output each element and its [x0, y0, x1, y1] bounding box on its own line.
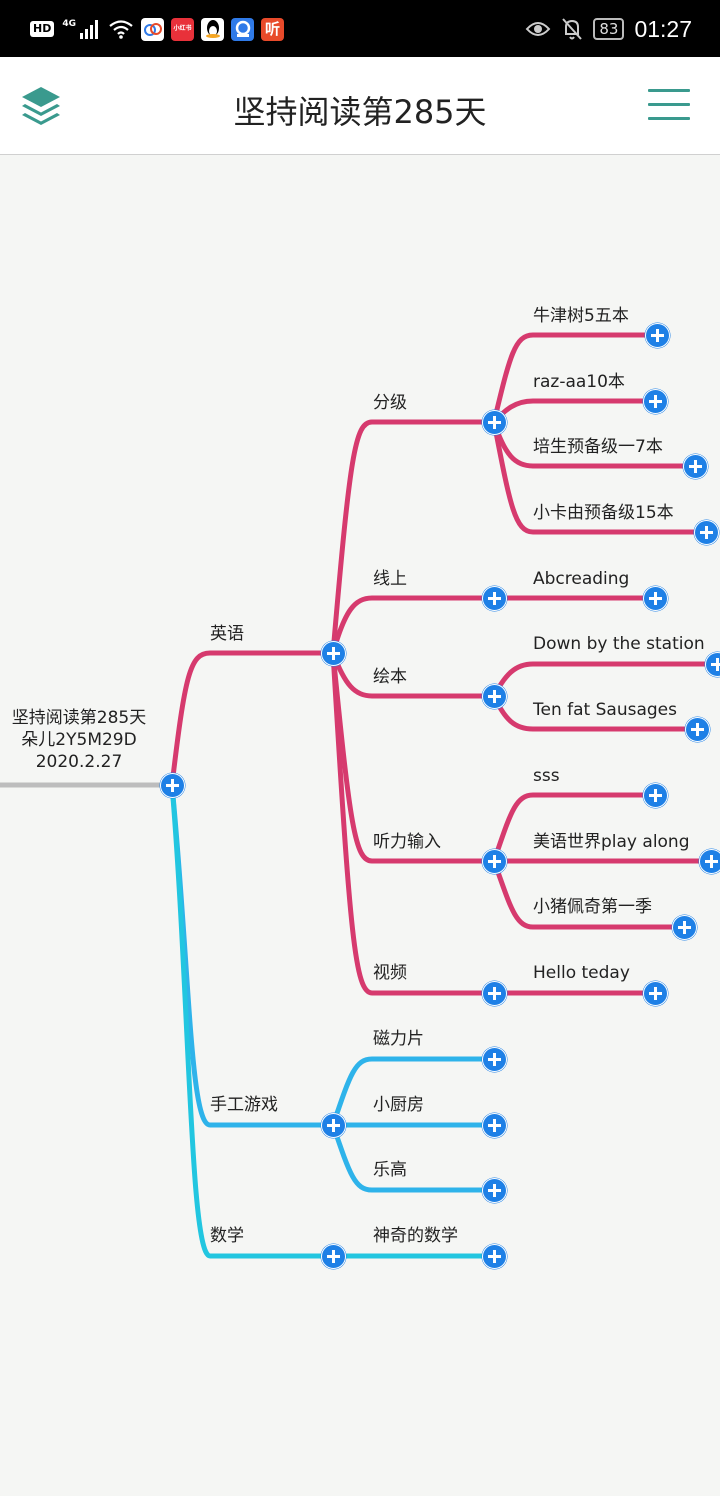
layers-icon[interactable]: [18, 83, 64, 129]
leaf-expand-button[interactable]: [643, 586, 668, 611]
connector-leaf-6: [491, 661, 717, 699]
connector-leaf-10: [491, 858, 687, 930]
signal-icon: [80, 19, 98, 39]
node-video[interactable]: 视频: [373, 963, 407, 983]
leaf-expand-button[interactable]: [694, 520, 719, 545]
leaf-expand-button[interactable]: [643, 783, 668, 808]
picturebook-expand-button[interactable]: [482, 684, 507, 709]
leaf-expand-button[interactable]: [699, 849, 720, 874]
online-expand-button[interactable]: [482, 586, 507, 611]
leaf-expand-button[interactable]: [482, 1244, 507, 1269]
node-sss[interactable]: sss: [533, 766, 560, 786]
wifi-icon: [109, 20, 133, 39]
english-expand-button[interactable]: [321, 641, 346, 666]
node-picturebook[interactable]: 绘本: [373, 667, 407, 687]
leaf-expand-button[interactable]: [645, 323, 670, 348]
cloud-app-icon: [141, 17, 164, 41]
connector-online: [330, 595, 495, 656]
connector-magnetic: [330, 1056, 495, 1128]
node-abcreading[interactable]: Abcreading: [533, 569, 630, 589]
page-title: 坚持阅读第285天: [233, 93, 487, 131]
app-bar: 坚持阅读第285天: [0, 57, 720, 155]
node-craft-games[interactable]: 手工游戏: [210, 1095, 278, 1115]
root-title: 坚持阅读第285天: [11, 708, 147, 728]
qq-penguin-icon: [201, 17, 224, 41]
status-left: HD 4G 小红书 听: [30, 15, 284, 43]
menu-icon[interactable]: [648, 89, 690, 121]
leaf-expand-button[interactable]: [482, 1113, 507, 1138]
hd-indicator: HD: [30, 21, 55, 37]
root-date: 2020.2.27: [35, 752, 123, 772]
connector-leaf-2: [491, 398, 658, 425]
leaf-expand-button[interactable]: [643, 981, 668, 1006]
node-online[interactable]: 线上: [373, 569, 407, 589]
xiaohongshu-icon: 小红书: [171, 17, 194, 41]
leaf-expand-button[interactable]: [672, 915, 697, 940]
connector-lego: [330, 1122, 495, 1193]
connector-picturebook: [330, 650, 495, 699]
notifications-off-icon: [562, 18, 583, 40]
node-magnetic-tiles[interactable]: 磁力片: [373, 1029, 424, 1049]
mind-map-connectors: [0, 332, 717, 1259]
battery-indicator: 83: [593, 18, 625, 40]
video-expand-button[interactable]: [482, 981, 507, 1006]
node-english[interactable]: 英语: [210, 624, 244, 644]
node-raz-aa[interactable]: raz-aa10本: [533, 372, 625, 392]
graded-expand-button[interactable]: [482, 410, 507, 435]
node-listening[interactable]: 听力输入: [373, 832, 441, 852]
craft-expand-button[interactable]: [321, 1113, 346, 1138]
leaf-expand-button[interactable]: [482, 1047, 507, 1072]
root-subtitle: 朵儿2Y5M29D: [21, 730, 137, 750]
node-ten-fat-sausages[interactable]: Ten fat Sausages: [533, 700, 677, 720]
connector-math: [169, 782, 333, 1259]
connector-leaf-1: [491, 332, 658, 425]
node-pearson[interactable]: 培生预备级一7本: [533, 437, 663, 457]
node-toy-kitchen[interactable]: 小厨房: [373, 1095, 424, 1115]
node-oxford-tree[interactable]: 牛津树5五本: [533, 306, 629, 326]
node-xiaoka[interactable]: 小卡由预备级15本: [533, 503, 674, 523]
status-bar: HD 4G 小红书 听 83: [0, 0, 720, 57]
leaf-expand-button[interactable]: [705, 652, 720, 677]
leaf-expand-button[interactable]: [685, 717, 710, 742]
node-math[interactable]: 数学: [210, 1226, 244, 1246]
app-icon: [231, 17, 254, 41]
connector-english: [169, 650, 333, 788]
mind-map-canvas[interactable]: 坚持阅读第285天 朵儿2Y5M29D 2020.2.27 英语 分级 线上 绘…: [0, 155, 720, 1496]
listen-app-icon: 听: [261, 17, 284, 41]
node-hello-teday[interactable]: Hello teday: [533, 963, 630, 983]
node-down-by-the-station[interactable]: Down by the station: [533, 634, 705, 654]
node-magic-math[interactable]: 神奇的数学: [373, 1226, 458, 1246]
listening-expand-button[interactable]: [482, 849, 507, 874]
connector-leaf-8: [491, 792, 658, 864]
root-node[interactable]: 坚持阅读第285天 朵儿2Y5M29D 2020.2.27: [0, 707, 158, 773]
connector-craft: [169, 782, 333, 1128]
eye-icon: [525, 22, 551, 36]
connector-video: [330, 650, 495, 996]
connector-listening: [330, 650, 495, 864]
root-expand-button[interactable]: [160, 773, 185, 798]
connector-graded: [330, 419, 495, 656]
math-expand-button[interactable]: [321, 1244, 346, 1269]
node-graded[interactable]: 分级: [373, 393, 407, 413]
node-play-along[interactable]: 美语世界play along: [533, 832, 690, 852]
leaf-expand-button[interactable]: [482, 1178, 507, 1203]
status-right: 83 01:27: [525, 13, 692, 45]
network-type: 4G: [62, 19, 76, 29]
status-time: 01:27: [634, 15, 692, 42]
leaf-expand-button[interactable]: [683, 454, 708, 479]
node-lego[interactable]: 乐高: [373, 1160, 407, 1180]
node-peppa-pig[interactable]: 小猪佩奇第一季: [533, 897, 652, 917]
connector-leaf-4: [491, 419, 709, 535]
leaf-expand-button[interactable]: [643, 389, 668, 414]
